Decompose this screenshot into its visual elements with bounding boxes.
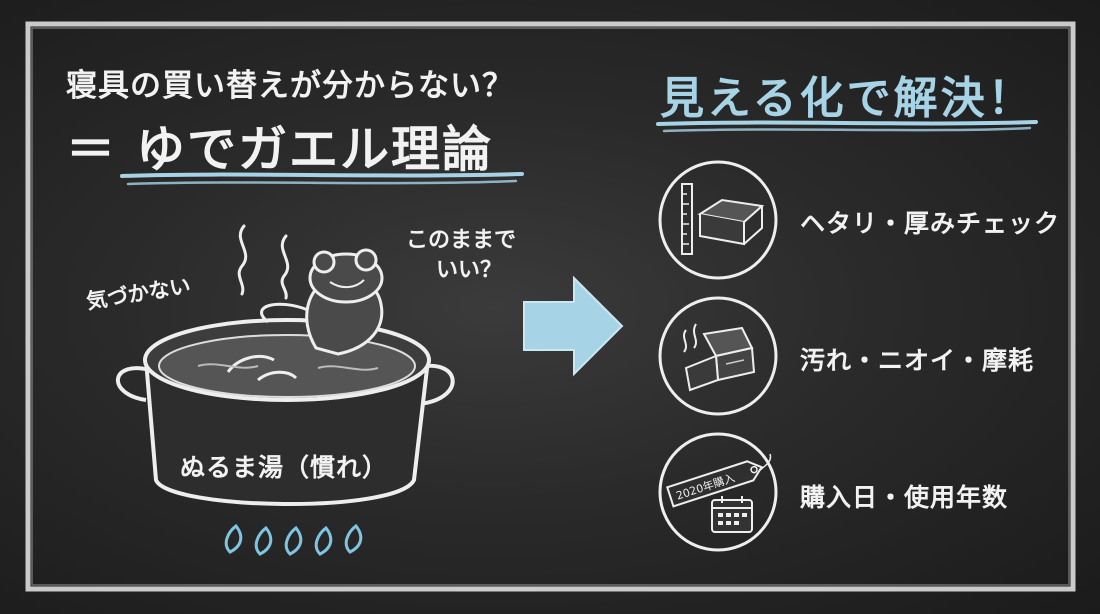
feature-sag-check: ヘタリ・厚みチェック <box>800 209 1061 238</box>
pot-with-frog <box>115 248 455 556</box>
speech-ok-line1: このままで <box>406 228 517 253</box>
feature-purchase-date: 購入日・使用年数 <box>800 483 1009 512</box>
solution-title: 見える化で解決！ <box>660 73 1035 124</box>
folded-cloth-icon <box>658 296 778 416</box>
theory-title: ＝ ゆでガエル理論 <box>66 121 494 178</box>
arrow-right-icon <box>523 275 624 377</box>
steam-icon <box>237 224 290 300</box>
speech-ok: このままで いい？ <box>406 226 516 285</box>
speech-ok-line2: いい？ <box>436 257 503 283</box>
title-underline <box>120 172 524 186</box>
pot-label: ぬるま湯（慣れ） <box>180 453 389 482</box>
tag-calendar-icon: 2020年購入 <box>658 432 778 552</box>
mattress-ruler-icon <box>658 160 778 280</box>
solution-underline <box>656 120 1038 133</box>
feature-stain-odor: 汚れ・ニオイ・摩耗 <box>800 346 1035 375</box>
question-heading: 寝具の買い替えが分からない？ <box>66 68 514 104</box>
